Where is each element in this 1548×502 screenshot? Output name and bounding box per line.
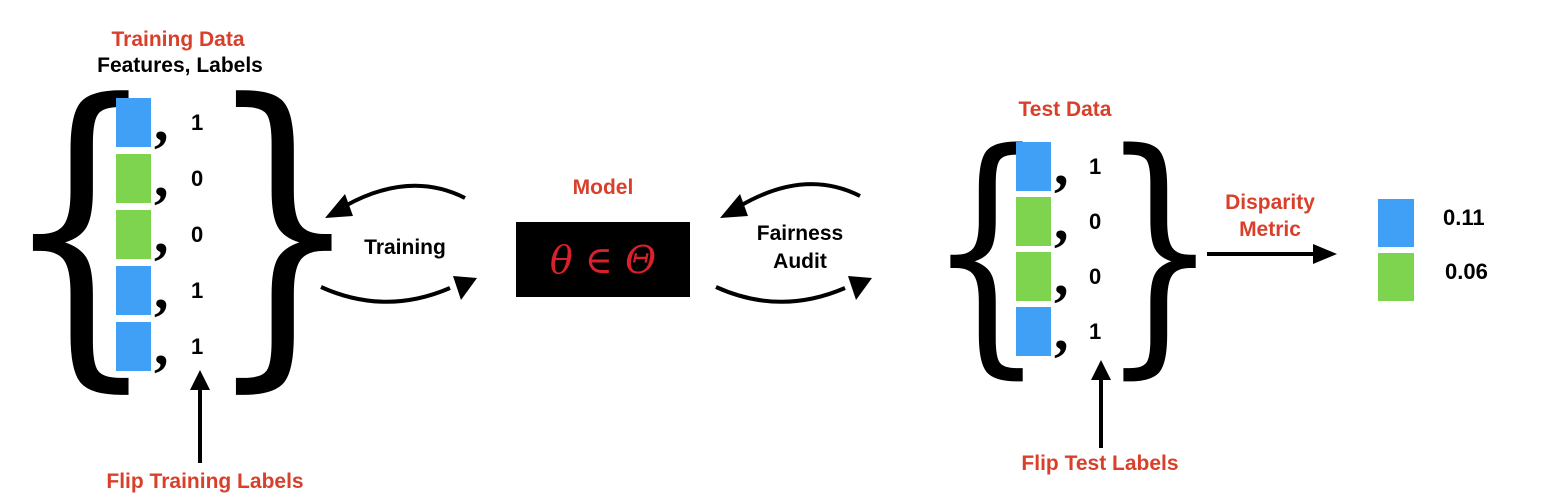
test-label: 1 <box>1089 154 1102 179</box>
test-comma: , <box>1054 242 1069 307</box>
training-arrows <box>320 183 477 304</box>
training-comma: , <box>154 256 169 321</box>
training-data-subtitle: Features, Labels <box>97 54 263 77</box>
training-arrow-label: Training <box>364 236 446 259</box>
training-label: 0 <box>191 166 204 191</box>
test-comma: , <box>1054 297 1069 362</box>
training-label: 1 <box>191 334 204 359</box>
test-feature-square <box>1016 252 1051 301</box>
flip-test-labels: Flip Test Labels <box>1021 452 1179 475</box>
test-feature-square <box>1016 197 1051 246</box>
model-title: Model <box>572 176 634 199</box>
training-label: 1 <box>191 110 204 135</box>
disparity-arrow <box>1207 244 1337 264</box>
test-comma: , <box>1054 132 1069 197</box>
training-right-brace: } <box>205 35 363 419</box>
training-feature-square <box>116 266 151 315</box>
test-data-title: Test Data <box>1018 98 1112 121</box>
test-label: 0 <box>1089 264 1102 289</box>
training-label: 0 <box>191 222 204 247</box>
metric-value: 0.11 <box>1443 205 1485 230</box>
training-feature-square <box>116 322 151 371</box>
training-comma: , <box>154 200 169 265</box>
training-data-title: Training Data <box>111 28 245 51</box>
test-comma: , <box>1054 187 1069 252</box>
training-feature-square <box>116 98 151 147</box>
model-box: θ ∈ Θ <box>516 222 690 297</box>
test-label: 0 <box>1089 209 1102 234</box>
training-feature-square <box>116 154 151 203</box>
disparity-label-1: Disparity <box>1225 191 1315 214</box>
flip-training-arrow <box>190 370 210 463</box>
training-comma: , <box>154 144 169 209</box>
test-right-brace: } <box>1100 99 1220 401</box>
training-label: 1 <box>191 278 204 303</box>
training-comma: , <box>154 312 169 377</box>
test-label: 1 <box>1089 319 1102 344</box>
flip-training-labels: Flip Training Labels <box>106 470 304 493</box>
fairness-audit-label-1: Fairness <box>756 222 844 245</box>
disparity-label-2: Metric <box>1239 218 1301 241</box>
metric-group-square <box>1378 253 1414 301</box>
training-feature-square <box>116 210 151 259</box>
test-feature-square <box>1016 142 1051 191</box>
training-comma: , <box>154 88 169 153</box>
flip-test-arrow <box>1091 360 1111 448</box>
test-feature-square <box>1016 307 1051 356</box>
model-formula: θ ∈ Θ <box>549 237 657 282</box>
fairness-audit-arrows <box>715 182 872 304</box>
fairness-audit-label-2: Audit <box>773 250 827 273</box>
metric-group-square <box>1378 199 1414 247</box>
metric-value: 0.06 <box>1445 259 1488 284</box>
